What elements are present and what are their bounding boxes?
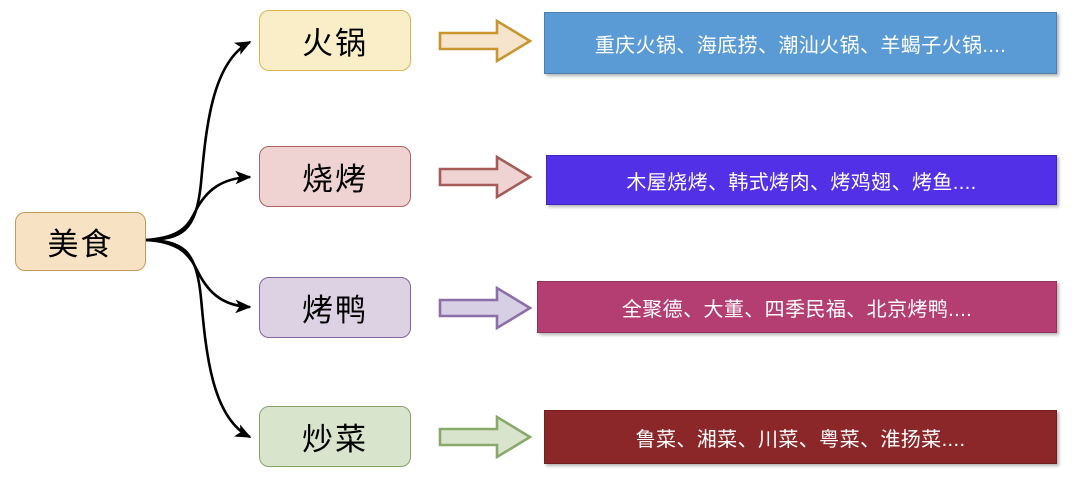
- right-arrow-icon-3: [437, 285, 533, 331]
- category-node-2[interactable]: 烧烤: [259, 146, 411, 207]
- category-node-4[interactable]: 炒菜: [259, 406, 411, 467]
- detail-banner-text: 全聚德、大董、四季民福、北京烤鸭....: [621, 298, 973, 321]
- detail-banner-1: 重庆火锅、海底捞、潮汕火锅、羊蝎子火锅....: [544, 12, 1057, 74]
- detail-banner-text: 木屋烧烤、韩式烤肉、烤鸡翅、烤鱼....: [626, 171, 977, 194]
- detail-banner-4: 鲁菜、湘菜、川菜、粤菜、淮扬菜....: [544, 410, 1057, 464]
- category-node-1[interactable]: 火锅: [259, 10, 411, 71]
- connector-line-2: [145, 170, 252, 242]
- category-node-label: 炒菜: [302, 422, 368, 457]
- right-arrow-icon-2: [437, 154, 533, 200]
- detail-banner-2: 木屋烧烤、韩式烤肉、烤鸡翅、烤鱼....: [546, 155, 1057, 205]
- connector-line-1: [145, 40, 252, 242]
- category-node-label: 烧烤: [302, 162, 368, 197]
- right-arrow-icon-4: [437, 414, 533, 460]
- root-node-label: 美食: [47, 227, 114, 262]
- category-node-label: 火锅: [302, 26, 368, 61]
- detail-banner-text: 重庆火锅、海底捞、潮汕火锅、羊蝎子火锅....: [594, 34, 1007, 57]
- detail-banner-text: 鲁菜、湘菜、川菜、粤菜、淮扬菜....: [635, 428, 966, 451]
- connector-line-3: [145, 238, 252, 314]
- connector-line-4: [145, 238, 252, 439]
- category-node-3[interactable]: 烤鸭: [259, 277, 411, 338]
- root-node[interactable]: 美食: [15, 212, 146, 271]
- category-node-label: 烤鸭: [302, 293, 368, 328]
- detail-banner-3: 全聚德、大董、四季民福、北京烤鸭....: [537, 281, 1057, 333]
- right-arrow-icon-1: [437, 18, 533, 64]
